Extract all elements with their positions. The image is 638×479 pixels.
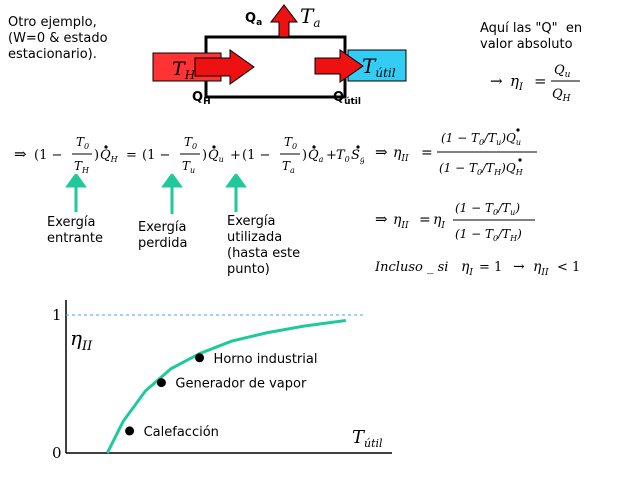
svg-text:T0: T0 [336, 148, 350, 164]
x-axis-label: Tútil [352, 427, 383, 450]
arrow-perdida-head [161, 174, 183, 188]
svg-text:+: + [230, 148, 241, 163]
svg-text:→: → [490, 72, 503, 90]
label-exergia-utilizada: Exergía utilizada (hasta este punto) [227, 214, 301, 277]
q-in-label: QH [192, 90, 211, 107]
svg-text:): ) [202, 148, 207, 163]
svg-text:): ) [94, 148, 99, 163]
svg-text:ηI: ηI [461, 259, 473, 278]
svg-text:(1 −: (1 − [34, 148, 62, 163]
heat-loss-arrow [269, 4, 299, 38]
pointer-arrows [65, 174, 247, 214]
arrow-utilizada-head [225, 174, 247, 188]
second-law-efficiency: ⇒ ηII = (1 − T0/Tu)Qu (1 − T0/TH)QH [375, 128, 537, 177]
svg-text:(1 − T0/Tu)Qu: (1 − T0/Tu)Qu [441, 131, 521, 147]
y-axis-label: ηII [70, 326, 93, 354]
svg-text:ηII: ηII [393, 212, 409, 231]
svg-text:(1 −: (1 − [242, 148, 270, 163]
svg-text:< 1: < 1 [557, 260, 580, 275]
svg-text:Ta: Ta [282, 159, 295, 175]
point-0 [125, 426, 135, 436]
svg-text:+: + [326, 148, 337, 163]
svg-text:=: = [419, 212, 431, 228]
arrow-entrante-head [65, 174, 87, 188]
svg-text:=: = [534, 72, 547, 90]
point-2 [195, 353, 205, 363]
svg-text:T0: T0 [76, 135, 89, 151]
svg-text:T0: T0 [284, 135, 297, 151]
svg-text:ηII: ηII [393, 145, 409, 164]
svg-text:Qu: Qu [554, 63, 571, 80]
svg-text:=: = [421, 145, 433, 161]
q-out-label: Qútil [333, 90, 361, 107]
source-label: TH [172, 58, 196, 82]
point-label-1: Generador de vapor [175, 377, 307, 392]
heat-out-arrow [314, 49, 364, 83]
svg-text:⇒: ⇒ [375, 143, 388, 161]
absolute-value-note: Aquí las "Q" en valor absoluto [480, 21, 583, 52]
svg-text:ηII: ηII [533, 259, 549, 278]
point-1 [156, 378, 166, 388]
svg-text:Sg: Sg [351, 148, 364, 164]
svg-text:Tu: Tu [182, 159, 195, 175]
svg-text:(1 − T0/Tu): (1 − T0/Tu) [455, 201, 520, 217]
point-label-0: Calefacción [144, 425, 219, 440]
svg-text:ηI: ηI [433, 212, 445, 231]
svg-text:): ) [302, 148, 307, 163]
label-exergia-entrante: Exergía entrante [47, 215, 103, 246]
efficiency-ratio: ⇒ ηII = ηI (1 − T0/Tu) (1 − T0/TH) [375, 201, 535, 243]
incluso-condition: Incluso _ si ηI = 1 → ηII < 1 [375, 259, 580, 278]
ambient-label: Ta [300, 4, 321, 30]
svg-text:QH: QH [552, 87, 571, 104]
y-tick-one: 1 [52, 306, 62, 324]
first-law-efficiency: → ηI = Qu QH [490, 63, 580, 104]
heat-flow-diagram: TH Tútil Ta Qa QH Qútil [152, 4, 407, 107]
svg-text:⇒: ⇒ [375, 210, 388, 228]
svg-text:QH: QH [100, 148, 119, 164]
svg-text:Incluso _ si: Incluso _ si [375, 260, 448, 275]
intro-note: Otro ejemplo, (W=0 & estado estacionario… [8, 15, 108, 62]
q-loss-label: Qa [245, 11, 262, 28]
svg-text:ηI: ηI [510, 72, 524, 93]
svg-text:(1 − T0/TH): (1 − T0/TH) [455, 227, 522, 243]
point-label-2: Horno industrial [214, 352, 318, 367]
svg-text:⇒: ⇒ [14, 145, 27, 163]
exergy-balance-equation: ⇒ (1 − T0 TH ) QH = (1 − T0 Tu ) Qu + (1… [14, 135, 364, 175]
y-tick-zero: 0 [52, 444, 62, 462]
svg-text:T0: T0 [184, 135, 197, 151]
sink-label: Tútil [362, 54, 396, 80]
svg-text:Qu: Qu [208, 148, 224, 164]
efficiency-chart: 1 0 ηII Tútil Calefacción Generador de va… [52, 300, 392, 462]
svg-text:TH: TH [74, 159, 90, 175]
svg-text:= 1: = 1 [479, 260, 502, 275]
svg-text:(1 −: (1 − [142, 148, 170, 163]
heat-in-arrow [194, 49, 255, 85]
svg-text:=: = [126, 148, 137, 163]
svg-text:→: → [513, 259, 525, 275]
label-exergia-perdida: Exergía perdida [138, 220, 188, 251]
svg-text:Qa: Qa [308, 148, 324, 164]
svg-text:(1 − T0/TH)QH: (1 − T0/TH)QH [439, 161, 524, 177]
